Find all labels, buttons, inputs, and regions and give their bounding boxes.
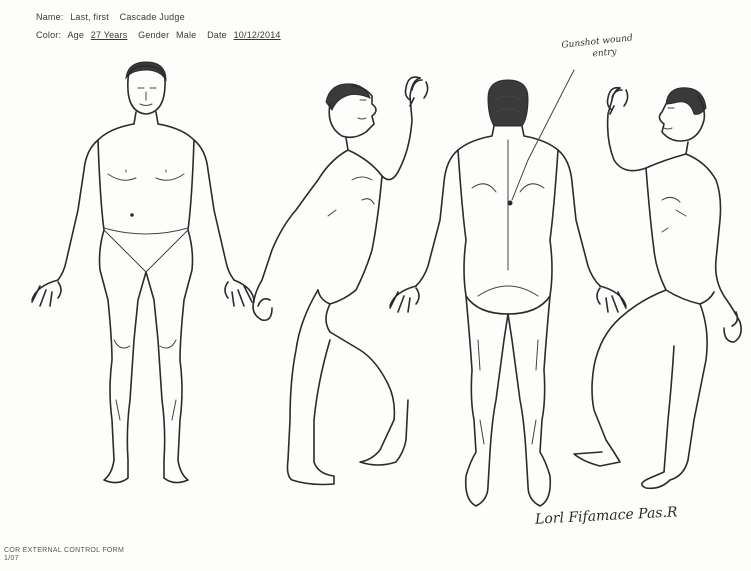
back-view-figure — [390, 80, 626, 506]
footer-line-1: COR EXTERNAL CONTROL FORM — [4, 547, 124, 555]
entry-wound-marker — [508, 201, 513, 206]
footer-line-2: 1/07 — [4, 555, 124, 563]
front-view-figure — [32, 62, 254, 483]
form-footer: COR EXTERNAL CONTROL FORM 1/07 — [4, 547, 124, 563]
side-view-figure-left — [253, 77, 428, 484]
